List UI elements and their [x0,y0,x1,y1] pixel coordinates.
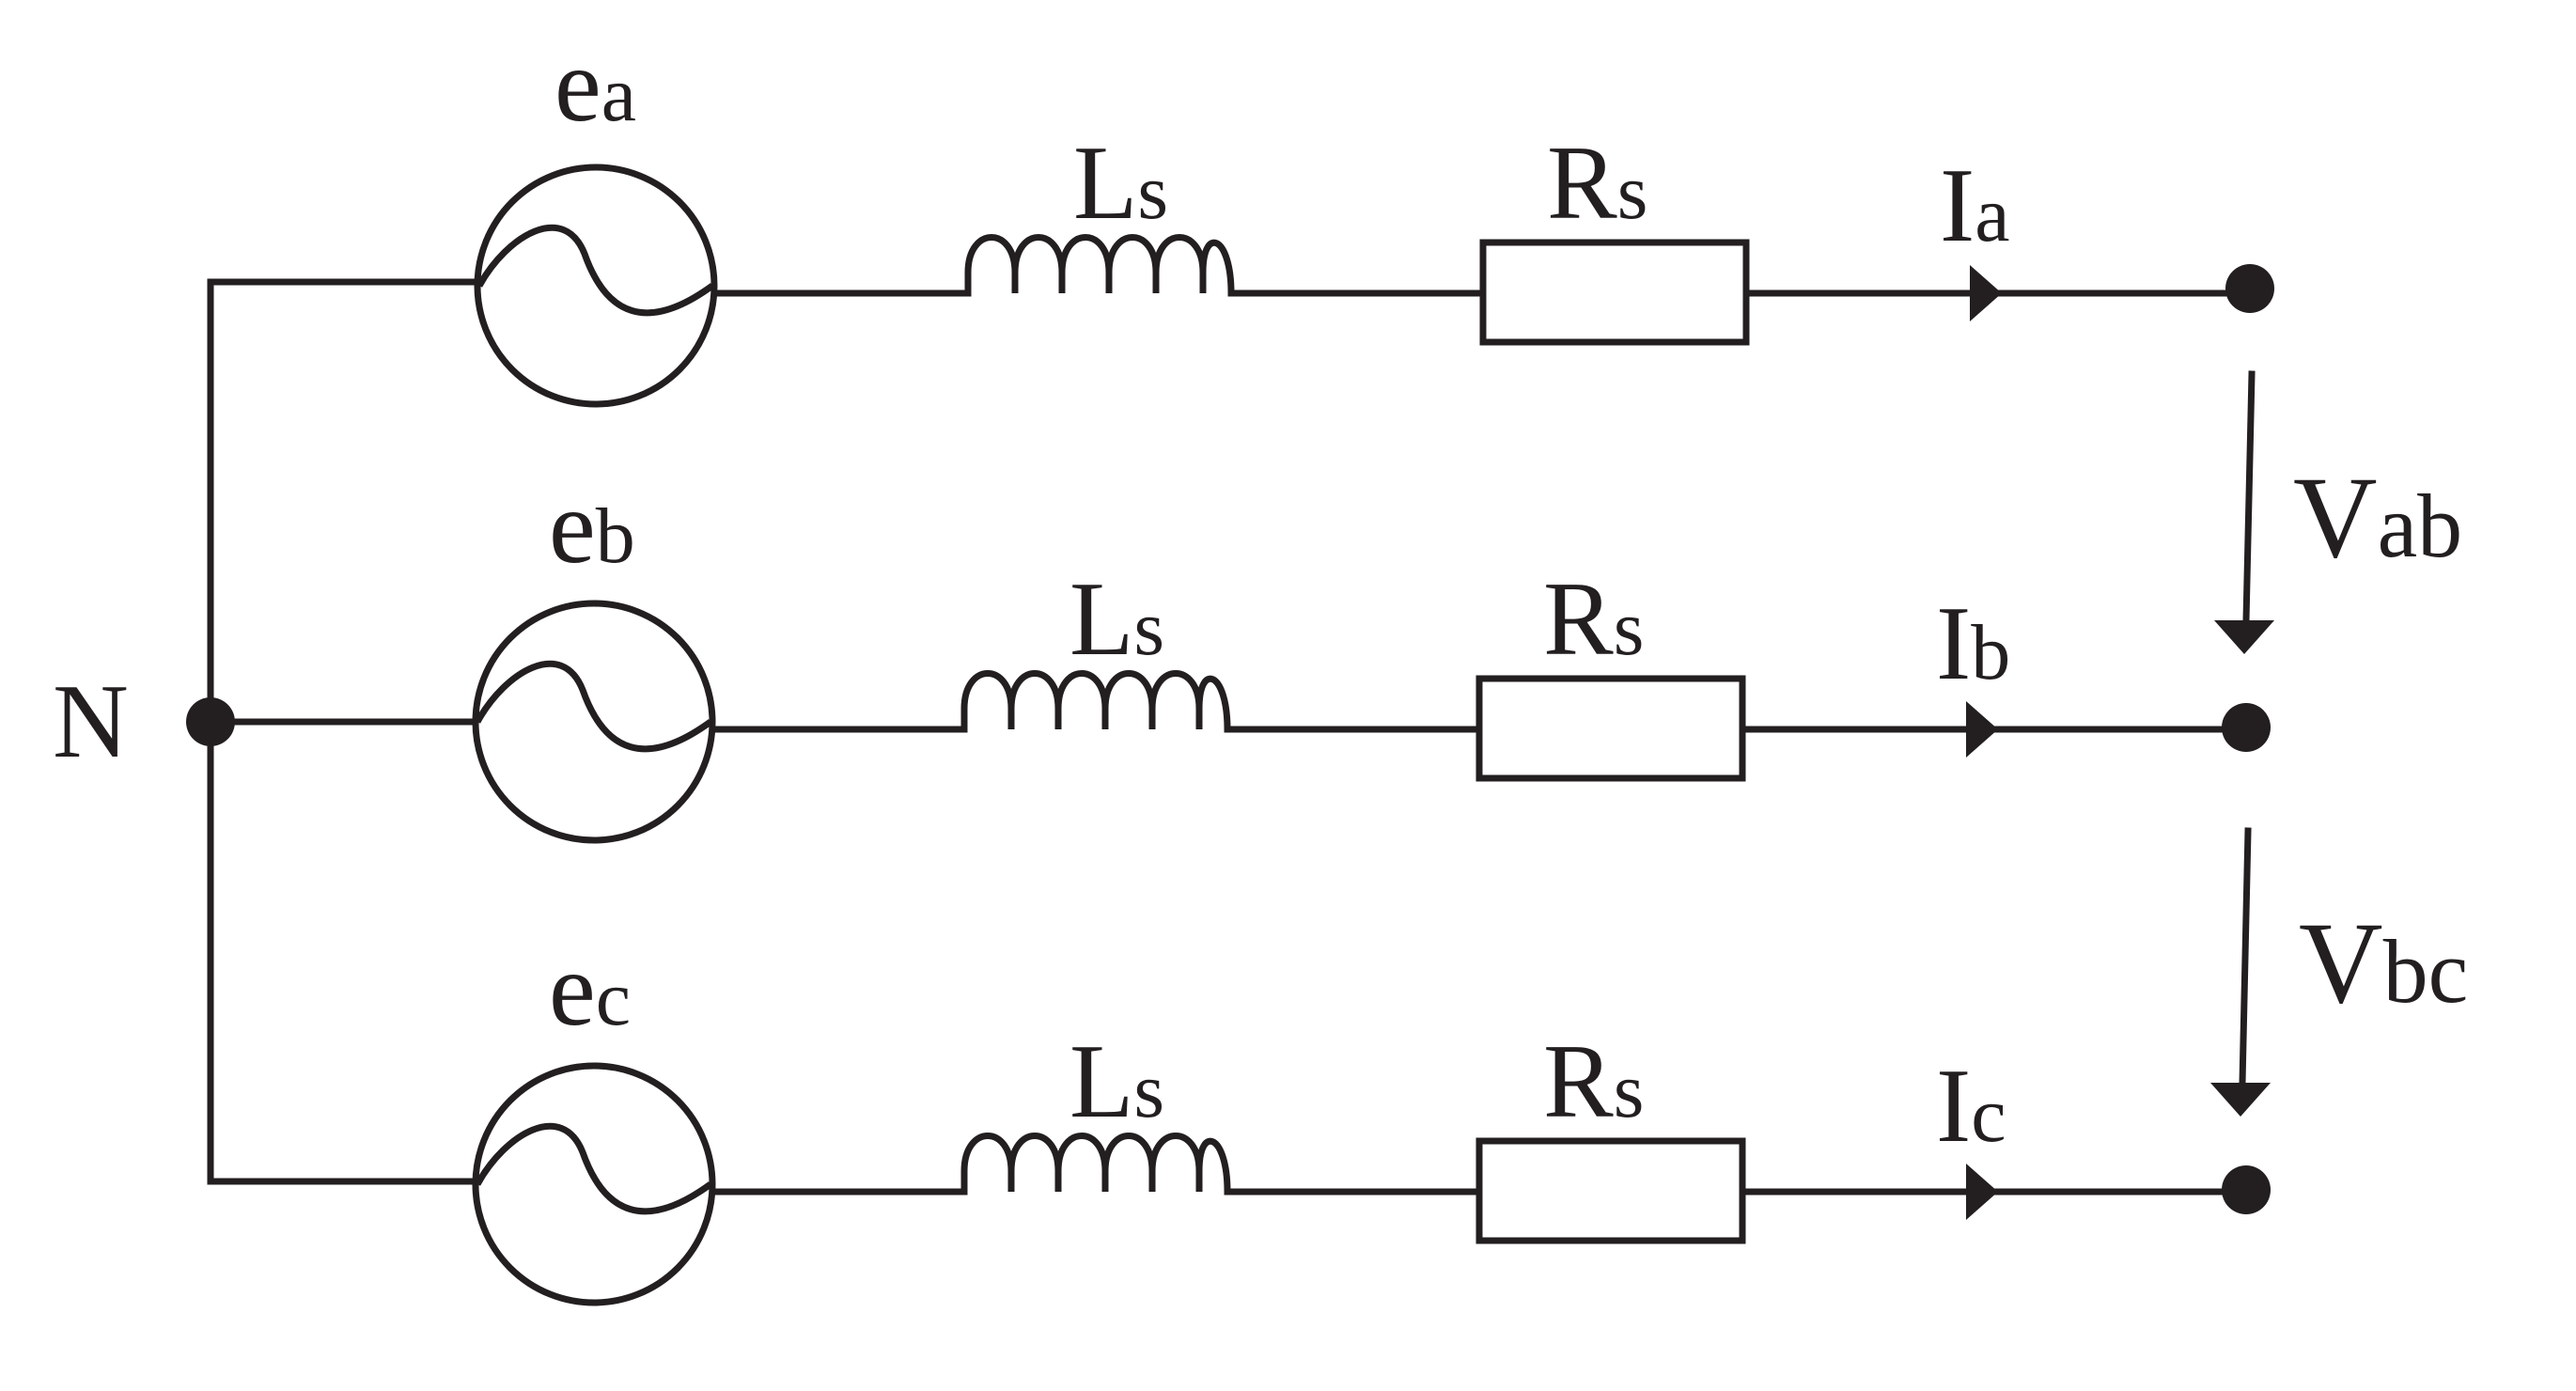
current-label-a: Ia [1940,148,2010,264]
current-label-c: Ic [1936,1048,2006,1164]
ac-source-c [472,1062,716,1306]
ac-source-a [474,164,718,408]
phase-c-branch: ec Ls Rs Ic [207,931,2271,1306]
source-label-b: eb [549,469,635,586]
voltage-label-bc: Vbc [2299,899,2468,1027]
voltage-ab: Vab [2214,370,2462,654]
resistor-label-a: Rs [1547,125,1647,242]
current-label-b: Ib [1936,586,2010,702]
inductor-a [964,234,1235,294]
voltage-bc: Vbc [2210,827,2468,1117]
resistor-a [1479,239,1750,346]
ac-source-b [472,600,716,844]
phase-a-branch: ea Ls Rs Ia [207,27,2274,408]
neutral-bus: N [53,278,235,1185]
current-arrow-c [1966,1164,1998,1220]
neutral-label: N [53,664,129,780]
phase-b-branch: eb Ls Rs Ib [207,469,2271,844]
resistor-label-c: Rs [1543,1024,1644,1140]
voltage-label-ab: Vab [2293,453,2462,582]
current-arrow-a [1970,265,2002,321]
voltage-arrow-ab [2214,620,2274,654]
terminal-b [2222,703,2271,752]
inductor-label-c: Ls [1069,1024,1164,1140]
resistor-label-b: Rs [1543,561,1644,678]
inductor-b [960,670,1231,730]
source-label-c: ec [549,931,631,1048]
resistor-c [1475,1137,1746,1244]
terminal-a [2225,264,2274,313]
resistor-b [1475,675,1746,782]
source-label-a: ea [554,27,636,144]
voltage-arrow-bc [2210,1083,2271,1117]
inductor-c [960,1133,1231,1193]
inductor-label-a: Ls [1073,125,1168,242]
current-arrow-b [1966,701,1998,758]
inductor-label-b: Ls [1069,561,1164,678]
terminal-c [2222,1165,2271,1214]
